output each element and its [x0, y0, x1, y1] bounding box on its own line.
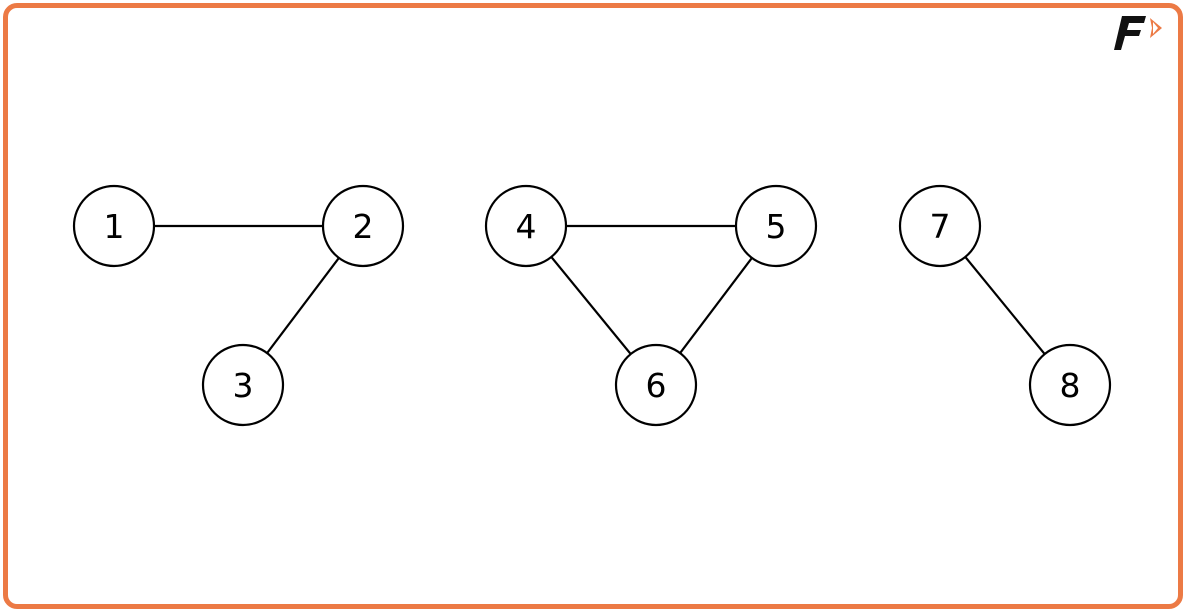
logo-icon [1114, 16, 1162, 50]
node-label: 4 [516, 207, 537, 246]
node-label: 8 [1060, 366, 1081, 405]
node-label: 1 [104, 207, 125, 246]
node-circle [72, 184, 156, 268]
node-4: 4 [484, 184, 568, 268]
node-circle [484, 184, 568, 268]
node-8: 8 [1028, 343, 1112, 427]
node-circle [734, 184, 818, 268]
node-circle [898, 184, 982, 268]
node-label: 5 [766, 207, 787, 246]
node-5: 5 [734, 184, 818, 268]
node-label: 3 [233, 366, 254, 405]
node-1: 1 [72, 184, 156, 268]
diagram-frame [3, 3, 1183, 609]
node-label: 2 [353, 207, 374, 246]
node-2: 2 [321, 184, 405, 268]
node-circle [614, 343, 698, 427]
node-7: 7 [898, 184, 982, 268]
node-label: 6 [646, 366, 667, 405]
node-circle [1028, 343, 1112, 427]
node-label: 7 [930, 207, 951, 246]
node-3: 3 [201, 343, 285, 427]
node-circle [321, 184, 405, 268]
node-6: 6 [614, 343, 698, 427]
node-circle [201, 343, 285, 427]
